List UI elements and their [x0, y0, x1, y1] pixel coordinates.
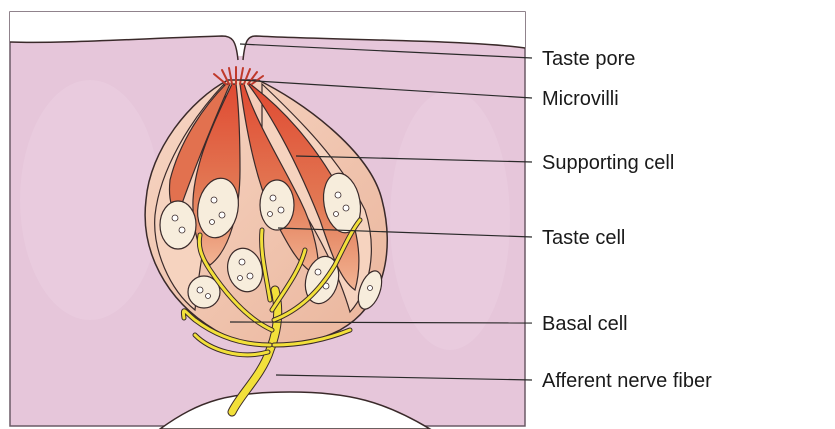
label-afferent-nerve-fiber: Afferent nerve fiber	[542, 370, 712, 392]
label-supporting-cell: Supporting cell	[542, 152, 674, 174]
label-basal-cell: Basal cell	[542, 313, 628, 335]
label-taste-cell: Taste cell	[542, 227, 625, 249]
labels: Taste pore Microvilli Supporting cell Ta…	[542, 48, 712, 392]
label-taste-pore: Taste pore	[542, 48, 635, 70]
label-microvilli: Microvilli	[542, 88, 619, 110]
